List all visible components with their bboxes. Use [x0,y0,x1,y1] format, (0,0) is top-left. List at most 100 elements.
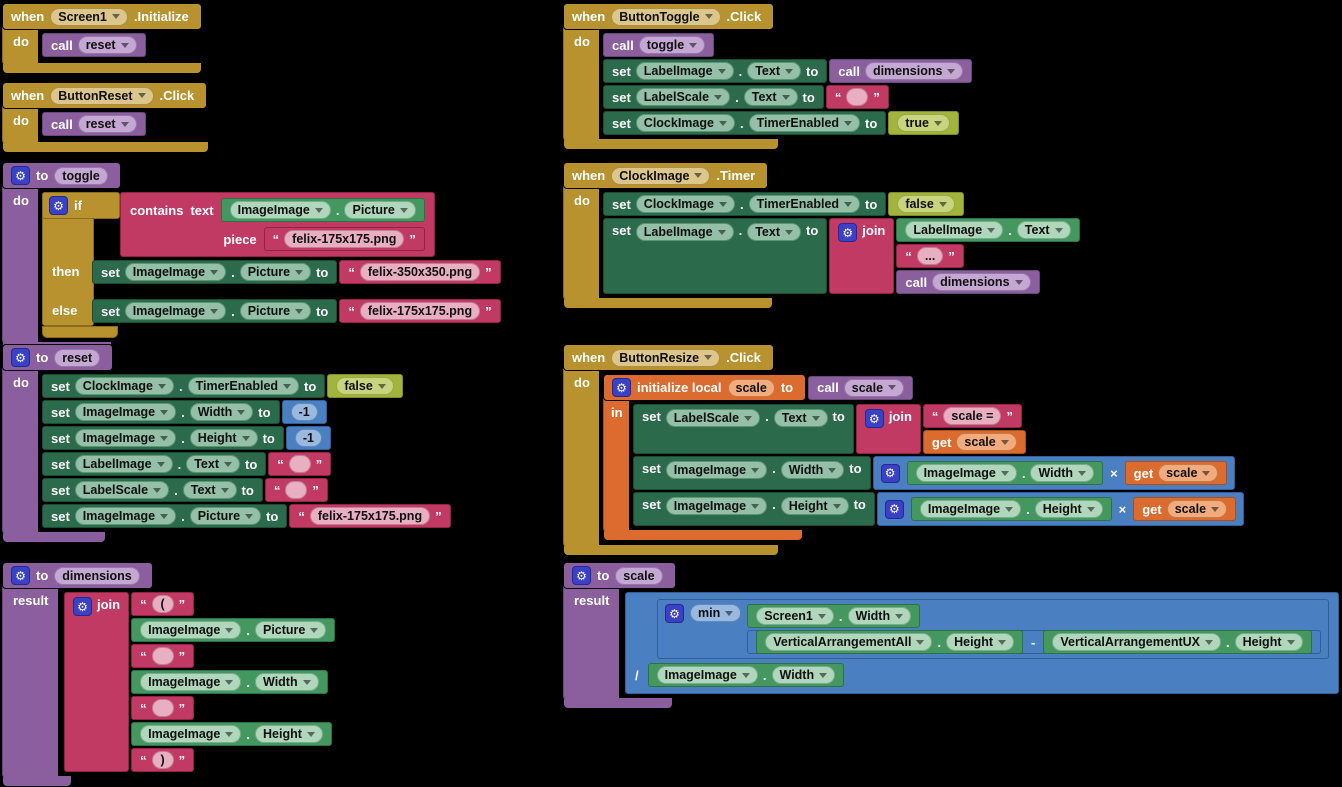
mutator-gear-icon[interactable]: ⚙ [11,166,30,185]
text-string-block[interactable]: “ ... ” [896,244,964,268]
procedure-dropdown[interactable]: reset [77,36,137,54]
variable-dropdown[interactable]: scale [1166,500,1228,518]
text-field[interactable] [846,88,869,106]
property-dropdown[interactable]: Width [771,666,836,684]
event-header[interactable]: when ButtonResize .Click [563,344,774,371]
text-field[interactable]: felix-175x175.png [359,302,481,320]
procedure-dropdown[interactable]: scale [843,378,905,397]
join-block[interactable]: ⚙ join “ ( ” ImageImage . Picture “ ” [64,592,336,772]
divide-block[interactable]: ⚙ min Screen1 . Width VerticalArrangemen… [625,592,1339,694]
procedure-reset-block[interactable]: ⚙ to reset do set ClockImage . TimerEnab… [2,344,451,543]
text-string-block[interactable]: “ ” [268,452,332,476]
mutator-gear-icon[interactable]: ⚙ [612,378,631,397]
property-dropdown[interactable]: Width [780,461,845,479]
mutator-gear-icon[interactable]: ⚙ [880,463,900,483]
component-dropdown[interactable]: LabelImage [635,223,734,241]
component-dropdown[interactable]: VerticalArrangementAll [765,633,933,651]
component-dropdown[interactable]: ClockImage [611,166,711,185]
component-getter-block[interactable]: ImageImage . Width [906,461,1104,485]
component-dropdown[interactable]: ImageImage [656,666,758,684]
contains-block[interactable]: contains text ImageImage . Picture piece… [120,192,435,257]
set-block[interactable]: set ImageImage . Picture to [42,504,288,528]
component-getter-block[interactable]: ImageImage . Width [131,670,328,694]
text-string-block[interactable]: “ felix-175x175.png ” [263,227,425,251]
property-dropdown[interactable]: Picture [189,507,262,525]
call-procedure-block[interactable]: call reset [42,112,146,136]
property-dropdown[interactable]: Text [186,455,240,473]
property-dropdown[interactable]: Picture [344,201,416,219]
component-dropdown[interactable]: LabelImage [74,455,173,473]
when-buttonresize-click-block[interactable]: when ButtonResize .Click do ⚙ initialize… [563,344,1245,556]
local-variable-name-field[interactable]: scale [727,378,775,397]
component-dropdown[interactable]: LabelScale [635,88,731,106]
property-dropdown[interactable]: Width [1030,464,1095,482]
component-dropdown[interactable]: ImageImage [140,621,242,639]
text-field[interactable] [151,647,174,665]
initialize-local-block[interactable]: ⚙ initialize local scale to call scale i… [603,374,1245,541]
mutator-gear-icon[interactable]: ⚙ [11,348,30,367]
component-dropdown[interactable]: LabelScale [665,409,761,427]
min-block[interactable]: ⚙ min Screen1 . Width VerticalArrangemen… [657,599,1329,659]
set-block[interactable]: set ClockImage . TimerEnabled to [42,374,326,398]
property-dropdown[interactable]: Picture [239,263,312,281]
procedure-name-field[interactable]: dimensions [54,566,140,585]
join-block-body[interactable]: ⚙ join [829,218,895,294]
when-buttonreset-click-block[interactable]: when ButtonReset .Click do call reset [2,82,209,153]
property-dropdown[interactable]: Text [182,481,237,499]
property-dropdown[interactable]: Height [780,497,849,515]
set-block[interactable]: set LabelScale . Text to [42,478,263,502]
when-screen1-initialize-block[interactable]: when Screen1 .Initialize do call reset [2,3,202,74]
procedure-header[interactable]: ⚙ to toggle [2,162,121,189]
call-procedure-block[interactable]: call dimensions [896,270,1040,294]
component-dropdown[interactable]: ImageImage [915,464,1017,482]
number-block[interactable]: -1 [285,426,331,450]
text-field[interactable]: ... [916,247,944,265]
text-string-block[interactable]: “ ) ” [131,748,195,772]
if-header[interactable]: ⚙ if [42,192,120,219]
component-getter-block[interactable]: ImageImage . Picture [131,618,336,642]
property-dropdown[interactable]: Height [1034,500,1103,518]
component-dropdown[interactable]: ImageImage [140,725,242,743]
variable-dropdown[interactable]: scale [956,433,1017,451]
text-string-block[interactable]: “ felix-175x175.png ” [289,504,451,528]
component-dropdown[interactable]: ButtonResize [611,348,721,367]
procedure-header[interactable]: ⚙ to reset [2,344,114,371]
property-dropdown[interactable]: Picture [255,621,327,639]
text-field[interactable]: felix-350x350.png [359,263,481,281]
set-block[interactable]: set ClockImage . TimerEnabled to [603,192,887,216]
join-block[interactable]: ⚙ join LabelImage . Text “ ... ” [829,218,1080,294]
component-dropdown[interactable]: ClockImage [635,114,735,132]
component-dropdown[interactable]: LabelImage [905,221,1004,239]
procedure-scale-block[interactable]: ⚙ to scale result ⚙ min Screen1 . Width … [563,562,1339,709]
procedure-dropdown[interactable]: dimensions [932,273,1031,291]
component-dropdown[interactable]: LabelScale [74,481,170,499]
mutator-gear-icon[interactable]: ⚙ [864,409,884,428]
component-dropdown[interactable]: ImageImage [124,263,227,281]
component-dropdown[interactable]: LabelImage [635,62,734,80]
set-block[interactable]: set ImageImage . Height to [42,426,284,450]
component-dropdown[interactable]: ImageImage [665,461,768,479]
mutator-gear-icon[interactable]: ⚙ [11,566,30,585]
component-dropdown[interactable]: ImageImage [124,302,227,320]
mutator-gear-icon[interactable]: ⚙ [665,604,684,623]
procedure-name-field[interactable]: reset [54,348,101,367]
set-block[interactable]: set ImageImage . Width to [42,400,280,424]
text-string-block[interactable]: “ scale = ” [922,404,1022,428]
get-variable-block[interactable]: get scale [1124,461,1228,485]
text-string-block[interactable]: “ ” [264,478,328,502]
if-block[interactable]: ⚙ if contains text ImageImage . Picture [42,192,501,338]
call-procedure-block[interactable]: call reset [42,33,146,57]
mutator-gear-icon[interactable]: ⚙ [49,196,68,215]
property-dropdown[interactable]: Height [946,633,1014,651]
join-block[interactable]: ⚙ join “ scale = ” get scale [855,404,1026,454]
property-dropdown[interactable]: Width [255,673,319,691]
when-clockimage-timer-block[interactable]: when ClockImage .Timer do set ClockImage… [563,162,1080,309]
number-field[interactable]: -1 [294,429,322,447]
component-getter-block[interactable]: ImageImage . Height [910,497,1112,521]
procedure-dropdown[interactable]: dimensions [864,62,964,80]
min-dropdown[interactable]: min [690,604,742,622]
logic-dropdown[interactable]: false [336,377,394,395]
component-dropdown[interactable]: ImageImage [74,507,177,525]
property-dropdown[interactable]: Text [747,62,801,80]
text-field[interactable] [151,699,174,717]
